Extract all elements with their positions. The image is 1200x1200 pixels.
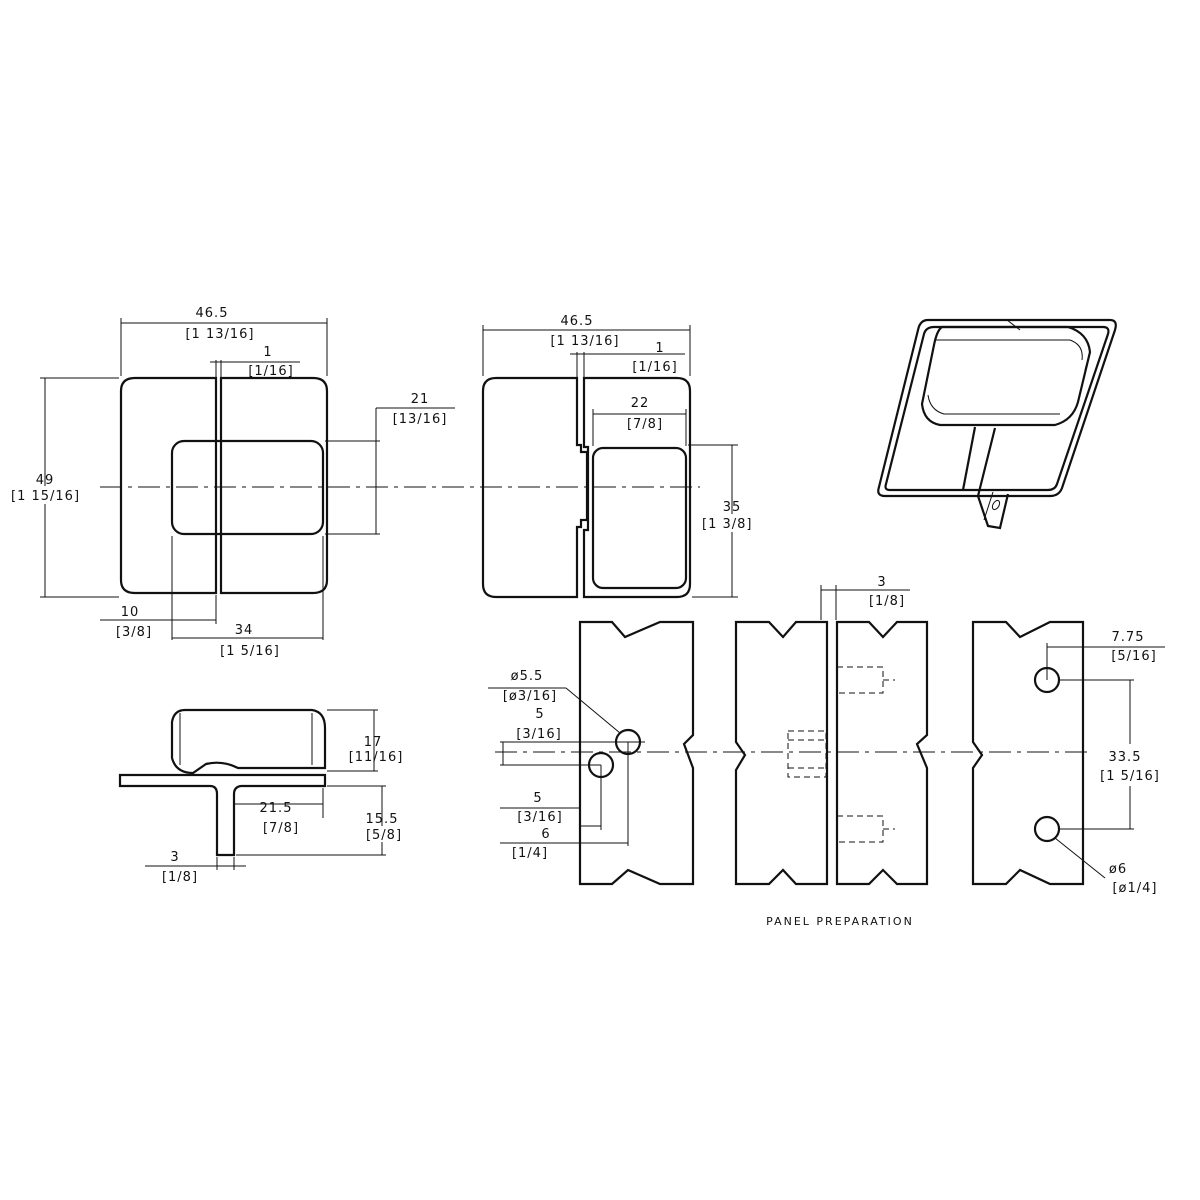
panel-gap-in: [1/8] [869,594,905,609]
back-pad-height-in: [1 3/8] [702,517,752,532]
side-leg-depth: 15.5 [366,812,399,827]
side-leg-depth-in: [5/8] [366,828,402,843]
panel-spacing: 33.5 [1109,750,1142,765]
back-pad-width: 22 [631,396,650,411]
front-offset-in: [3/8] [116,625,152,640]
front-knob-height: 21 [411,392,430,407]
side-knob-height: 17 [364,735,383,750]
side-thickness-in: [1/8] [162,870,198,885]
isometric-view [877,318,1117,530]
side-view: 17 [11/16] 21.5 [7/8] 15.5 [5/8] 3 [1/8] [118,708,415,885]
panel-spacing-in: [1 5/16] [1100,769,1160,784]
panel-offset-c-in: [1/4] [512,846,548,861]
panel-hole-small: ø5.5 [511,669,544,684]
panel-edge: 7.75 [1112,630,1145,645]
front-offset: 10 [121,605,140,620]
back-pad-width-in: [7/8] [627,417,663,432]
panel-preparation: 3 [1/8] ø5.5 [ø3/16] 5 [3/16] 5 [3/16] 6… [488,575,1170,928]
front-height-in: [1 15/16] [11,489,80,504]
panel-gap: 3 [877,575,886,590]
side-thickness: 3 [170,850,179,865]
back-view: 46.5 [1 13/16] 1 [1/16] 22 [7/8] 35 [1 3… [481,314,772,599]
panel-hole-large-in: [ø1/4] [1112,881,1157,896]
back-pad-height: 35 [723,500,742,515]
panel-preparation-title: PANEL PREPARATION [766,915,914,928]
panel-offset-c: 6 [541,827,550,842]
front-view: 46.5 [1 13/16] 1 [1/16] 49 [1 15/16] 21 … [11,306,700,659]
front-gap: 1 [263,345,272,360]
front-gap-in: [1/16] [248,364,293,379]
panel-edge-in: [5/16] [1111,649,1156,664]
side-leg-length-in: [7/8] [263,821,299,836]
front-width: 46.5 [196,306,229,321]
back-gap: 1 [655,341,664,356]
side-knob-height-in: [11/16] [349,750,404,765]
front-knob-height-in: [13/16] [393,412,448,427]
panel-offset-b: 5 [533,791,542,806]
panel-offset-b-in: [3/16] [517,810,562,825]
back-gap-in: [1/16] [632,360,677,375]
front-height: 49 [36,473,55,488]
side-leg-length: 21.5 [260,801,293,816]
back-width: 46.5 [561,314,594,329]
front-width-in: [1 13/16] [185,327,254,342]
panel-hole-large: ø6 [1109,862,1127,877]
panel-hole-small-in: [ø3/16] [503,689,557,704]
panel-offset-a: 5 [535,707,544,722]
back-width-in: [1 13/16] [550,334,619,349]
front-knob-width-in: [1 5/16] [220,644,280,659]
panel-offset-a-in: [3/16] [516,727,561,742]
front-knob-width: 34 [235,623,254,638]
